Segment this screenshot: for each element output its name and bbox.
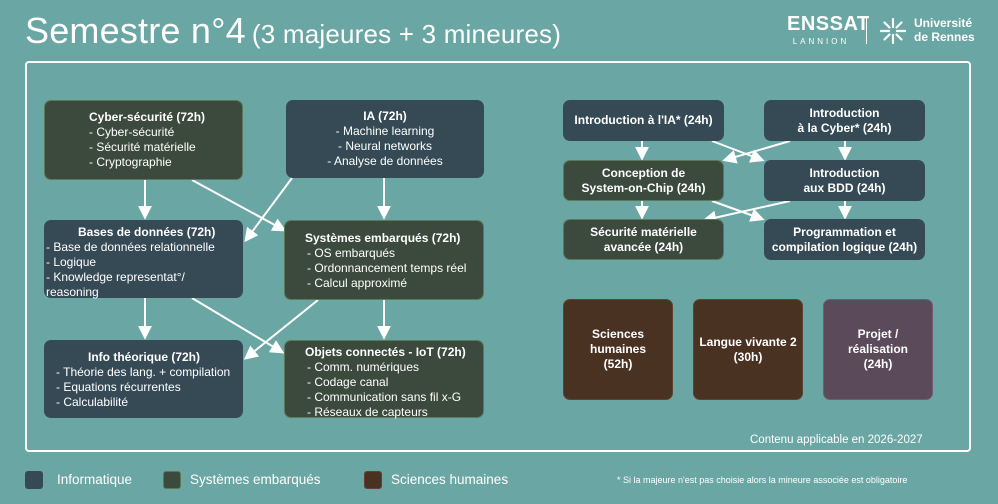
majeure-theo-items: - Théorie des lang. + compilation - Equa… (44, 365, 243, 410)
langue-line1: Langue vivante 2 (699, 334, 797, 349)
majeure-theo-item: - Calculabilité (56, 395, 129, 409)
legend-swatch-embarques (163, 471, 181, 489)
majeure-iot-item: - Communication sans fil x-G (307, 390, 462, 404)
majeure-ia-items: - Machine learning - Neural networks - A… (286, 124, 484, 169)
majeure-bdd-item: - Knowledge representat°/ (46, 270, 185, 284)
arrow-soc-to-prog-comp (711, 200, 765, 222)
majeure-iot-title: Objets connectés - IoT (72h) (305, 345, 466, 359)
mineure-secu-mat-line1: Sécurité matérielle (590, 224, 697, 239)
majeure-cyber-securite: Cyber-sécurité (72h) - Cyber-sécurité - … (44, 100, 243, 180)
title-main: Semestre n°4 (25, 10, 246, 51)
legend-label-embarques: Systèmes embarqués (190, 472, 321, 487)
content-frame (25, 61, 971, 452)
mineure-intro-bdd: Introduction aux BDD (24h) (764, 160, 925, 201)
page-title: Semestre n°4(3 majeures + 3 mineures) (25, 10, 561, 52)
majeure-cyber-item: - Cryptographie (89, 155, 172, 169)
projet-line2: réalisation (847, 342, 909, 356)
majeure-cyber-item: - Sécurité matérielle (89, 140, 196, 154)
mineure-prog-comp-line2: compilation logique (24h) (771, 239, 918, 254)
arrow-embarques-to-theo (243, 299, 319, 360)
enssat-logo-city: LANNION (792, 37, 850, 46)
majeure-ia-title: IA (72h) (363, 109, 407, 123)
footnote: * Si la majeure n'est pas choisie alors … (617, 475, 908, 485)
projet-line1: Projet / (857, 327, 899, 341)
majeure-bdd-title: Bases de données (72h) (78, 225, 216, 239)
majeure-embarques-items: - OS embarqués - Ordonnancement temps ré… (305, 246, 483, 291)
mineure-securite-materielle: Sécurité matérielle avancée (24h) (563, 219, 724, 260)
mineure-intro-ia-label: Introduction à l'IA* (24h) (574, 113, 713, 127)
sciences-humaines: Sciences humaines (52h) (563, 299, 673, 400)
sciences-line3: (52h) (603, 357, 633, 371)
mineure-intro-cyber-line1: Introduction (809, 105, 880, 120)
majeure-ia-item: - Machine learning (335, 124, 435, 138)
universite-emblem-icon (879, 17, 907, 45)
majeure-iot-item: - Codage canal (307, 375, 389, 389)
majeure-ia-item: - Neural networks (337, 139, 433, 153)
majeure-cyber-items: - Cyber-sécurité - Sécurité matérielle -… (89, 125, 242, 170)
arrow-intro-bdd-to-secu-mat (702, 200, 791, 225)
majeure-bdd-item: reasoning (46, 285, 99, 299)
mineure-intro-bdd-line1: Introduction (809, 165, 880, 180)
majeure-bases-de-donnees: Bases de données (72h) - Base de données… (44, 220, 243, 300)
arrow-cyber-to-embarques (191, 179, 287, 232)
majeure-bdd-items: - Base de données relationnelle - Logiqu… (46, 240, 243, 300)
sciences-line1: Sciences (591, 327, 645, 341)
sciences-line2: humaines (589, 342, 646, 356)
mineure-soc-line1: Conception de (601, 165, 686, 180)
legend-label-humaines: Sciences humaines (391, 472, 509, 487)
majeure-info-theorique: Info théorique (72h) - Théorie des lang.… (44, 340, 243, 418)
projet-realisation: Projet / réalisation (24h) (823, 299, 933, 400)
majeure-embarques-title: Systèmes embarqués (72h) (305, 231, 461, 245)
mineure-prog-comp-line1: Programmation et (793, 224, 896, 239)
majeure-embarques-item: - Calcul approximé (307, 276, 408, 290)
mineure-programmation-compilation: Programmation et compilation logique (24… (764, 219, 925, 260)
majeure-cyber-item: - Cyber-sécurité (89, 125, 175, 139)
mineure-intro-cyber-line2: à la Cyber* (24h) (797, 120, 892, 135)
mineure-intro-ia: Introduction à l'IA* (24h) (563, 100, 724, 141)
majeure-embarques-item: - Ordonnancement temps réel (307, 261, 467, 275)
langue-line2: (30h) (733, 349, 763, 364)
majeure-theo-item: - Théorie des lang. + compilation (56, 365, 231, 379)
universite-rennes-logo: Université de Rennes (878, 15, 988, 47)
title-sub: (3 majeures + 3 mineures) (251, 19, 562, 49)
enssat-logo: ENSSAT LANNION (787, 13, 870, 46)
mineure-secu-mat-line2: avancée (24h) (603, 239, 684, 254)
arrow-ia-to-bdd (244, 177, 293, 243)
majeure-bdd-item: - Base de données relationnelle (46, 240, 215, 254)
logo-divider (866, 18, 867, 44)
enssat-logo-name: ENSSAT (787, 13, 870, 35)
majeure-theo-item: - Equations récurrentes (56, 380, 181, 394)
majeure-systemes-embarques: Systèmes embarqués (72h) - OS embarqués … (284, 220, 484, 300)
universite-logo-text: Université de Rennes (914, 16, 975, 44)
majeure-embarques-item: - OS embarqués (307, 246, 396, 260)
legend-swatch-humaines (364, 471, 382, 489)
universite-line1: Université (914, 16, 973, 30)
universite-line2: de Rennes (914, 30, 975, 44)
legend-label-informatique: Informatique (57, 472, 133, 487)
majeure-ia-item: - Analyse de données (327, 154, 443, 168)
mineure-soc-line2: System-on-Chip (24h) (581, 180, 706, 195)
projet-line3: (24h) (863, 357, 893, 371)
majeure-objets-connectes-iot: Objets connectés - IoT (72h) - Comm. num… (284, 340, 484, 420)
majeure-cyber-title: Cyber-sécurité (72h) (89, 110, 206, 124)
arrow-intro-cyber-to-soc (722, 140, 791, 164)
arrow-bdd-to-iot (191, 297, 285, 354)
majeure-ia: IA (72h) - Machine learning - Neural net… (286, 100, 484, 178)
majeure-theo-title: Info théorique (72h) (88, 350, 200, 364)
mineure-conception-soc: Conception de System-on-Chip (24h) (563, 160, 724, 201)
mineure-intro-bdd-line2: aux BDD (24h) (803, 180, 886, 195)
majeure-iot-item: - Réseaux de capteurs (307, 405, 428, 419)
contenu-applicable: Contenu applicable en 2026-2027 (750, 434, 923, 446)
mineure-intro-cyber: Introduction à la Cyber* (24h) (764, 100, 925, 141)
langue-vivante-2: Langue vivante 2 (30h) (693, 299, 803, 400)
majeure-bdd-item: - Logique (46, 255, 97, 269)
majeure-iot-items: - Comm. numériques - Codage canal - Comm… (305, 360, 483, 420)
majeure-iot-item: - Comm. numériques (307, 360, 420, 374)
legend-swatch-informatique (25, 471, 43, 489)
